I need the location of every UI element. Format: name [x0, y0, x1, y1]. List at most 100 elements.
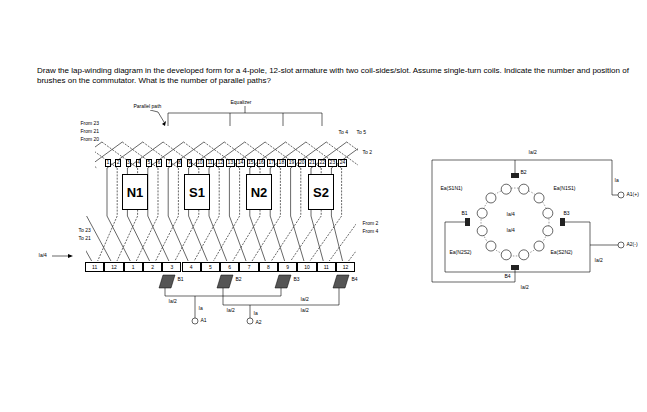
label: Equalizer [230, 100, 252, 106]
wire [250, 305, 251, 318]
top-coil-side [290, 168, 291, 216]
label: B1 [461, 211, 468, 217]
conductor-number: 21 [308, 159, 317, 167]
segment-number: 12 [111, 265, 117, 270]
conductor-number: 6 [156, 159, 162, 167]
top-coil-side [250, 216, 266, 261]
conductor-number: 7 [166, 159, 172, 167]
bottom-coil-side [291, 216, 322, 261]
pole-box: N2 [246, 174, 272, 210]
label: Ea(N2S2) [449, 250, 472, 256]
top-coil-side [270, 142, 306, 168]
top-coil-side [95, 142, 102, 168]
top-coil-side [209, 216, 227, 261]
ring-coil [534, 241, 544, 251]
conductor-number: 10 [196, 159, 205, 167]
label: Ia/4 [506, 212, 515, 218]
label: Ia/2 [168, 299, 177, 305]
label: A2 [255, 320, 262, 326]
label: From 23 [80, 121, 100, 127]
brush [511, 265, 519, 270]
commutator-segment: 2 [143, 262, 162, 272]
commutator-segment: 9 [278, 262, 297, 272]
parallel-path-arrow [150, 110, 164, 122]
label: To 5 [356, 130, 366, 136]
bottom-coil-side [136, 216, 158, 261]
front-connections [86, 216, 356, 261]
ring-coil [519, 184, 529, 194]
bottom-coil-side [122, 142, 158, 168]
pole-label: N2 [251, 186, 268, 199]
conductor-number: 23 [328, 159, 337, 167]
ring-coil [501, 250, 511, 260]
segment-number: 12 [343, 265, 349, 270]
wire [432, 160, 515, 282]
bottom-coil-side [224, 142, 260, 168]
label: B2 [520, 170, 527, 176]
top-coil-side [127, 216, 149, 261]
pole-label: N1 [127, 186, 144, 199]
label: A1(+) [626, 192, 639, 198]
pole-box: N1 [122, 174, 148, 210]
segment-number: 1 [132, 265, 135, 270]
top-coil-side [229, 168, 230, 216]
label: Ia/2 [528, 150, 537, 156]
top-coil-side [291, 142, 327, 168]
conductor-number: 14 [236, 159, 245, 167]
bottom-coil-side [349, 216, 356, 261]
brush [159, 275, 175, 288]
label: Ia/4 [38, 253, 47, 259]
conductor-number: 12 [216, 159, 225, 167]
pole-box: S1 [184, 174, 210, 210]
label: From 20 [80, 137, 100, 143]
terminal [247, 318, 253, 324]
bottom-coil-side [286, 142, 322, 168]
bottom-coil-side [300, 168, 301, 216]
segment-number: 11 [324, 265, 329, 270]
brushes [159, 275, 349, 288]
top-coil-side [168, 168, 169, 216]
label: Ia [198, 306, 203, 312]
label: To 23 [78, 228, 91, 234]
ring-core [481, 188, 549, 256]
conductor-number: 18 [277, 159, 286, 167]
segment-number: 4 [190, 265, 193, 270]
commutator-segment: 10 [297, 262, 316, 272]
top-coil-side [189, 216, 208, 261]
top-coil-side [209, 142, 245, 168]
bottom-coil-side [102, 142, 138, 168]
top-coil-side [331, 216, 342, 261]
segment-number: 8 [267, 265, 270, 270]
top-coil-side [107, 216, 130, 261]
equalizer-bus [168, 113, 322, 126]
bottom-coil-side [117, 168, 118, 216]
label: To 4 [338, 130, 348, 136]
conductor-number: 9 [187, 159, 193, 167]
pole-label: S2 [313, 186, 329, 199]
commutator-segment: 11 [317, 262, 336, 272]
equalizer-drop [283, 113, 284, 126]
commutator-segment: 12 [336, 262, 355, 272]
question-text: Draw the lap-winding diagram in the deve… [37, 66, 637, 86]
bottom-coil-side [178, 168, 179, 216]
bottom-coil-side [184, 142, 220, 168]
commutator-segment: 1 [124, 262, 143, 272]
ring-coil [534, 193, 544, 203]
conductor-number: 19 [287, 159, 296, 167]
top-coil-side [229, 142, 265, 168]
ring-coil [477, 208, 487, 218]
bottom-coil-side [143, 142, 179, 168]
label: Ia/2 [300, 308, 309, 314]
conductor-number: 2 [115, 159, 121, 167]
terminal [618, 192, 624, 198]
bottom-coil-side [280, 168, 281, 216]
commutator-segment: 3 [162, 262, 181, 272]
bottom-coil-side [95, 142, 117, 168]
bottom-coil-side [163, 142, 199, 168]
bottom-coil-side [233, 216, 260, 261]
conductor-number: 17 [267, 159, 276, 167]
segment-number: 7 [248, 265, 251, 270]
ring-coil [477, 226, 487, 236]
wire [445, 222, 590, 272]
bottom-coil-side [204, 142, 240, 168]
